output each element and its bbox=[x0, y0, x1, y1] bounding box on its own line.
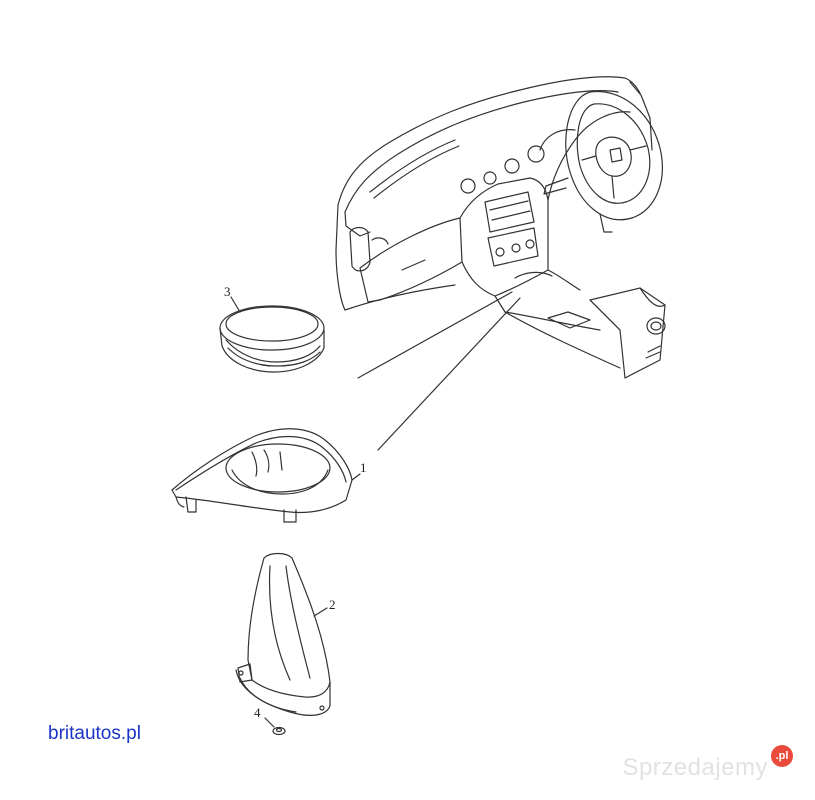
part-1-console-surround bbox=[171, 428, 353, 523]
part-label-1: 1 bbox=[360, 460, 367, 475]
callout-line-1 bbox=[351, 473, 361, 481]
part-label-2: 2 bbox=[329, 597, 336, 612]
watermark-badge-icon: .pl bbox=[771, 745, 793, 767]
part-label-4: 4 bbox=[254, 705, 261, 720]
dashboard-illustration bbox=[335, 76, 666, 379]
part-4-clip bbox=[272, 726, 286, 736]
part-label-3: 3 bbox=[224, 284, 231, 299]
part-3-retaining-ring bbox=[219, 305, 325, 373]
leader-line-ring bbox=[357, 291, 513, 379]
part-2-gear-gaiter bbox=[235, 552, 331, 716]
site-caption: britautos.pl bbox=[48, 723, 141, 744]
watermark: Sprzedajemy .pl bbox=[622, 745, 793, 782]
callout-line-2 bbox=[313, 607, 328, 617]
callout-line-4 bbox=[264, 717, 275, 728]
watermark-text: Sprzedajemy bbox=[622, 754, 768, 781]
callout-line-3 bbox=[230, 296, 241, 313]
leader-line-console bbox=[377, 297, 521, 451]
